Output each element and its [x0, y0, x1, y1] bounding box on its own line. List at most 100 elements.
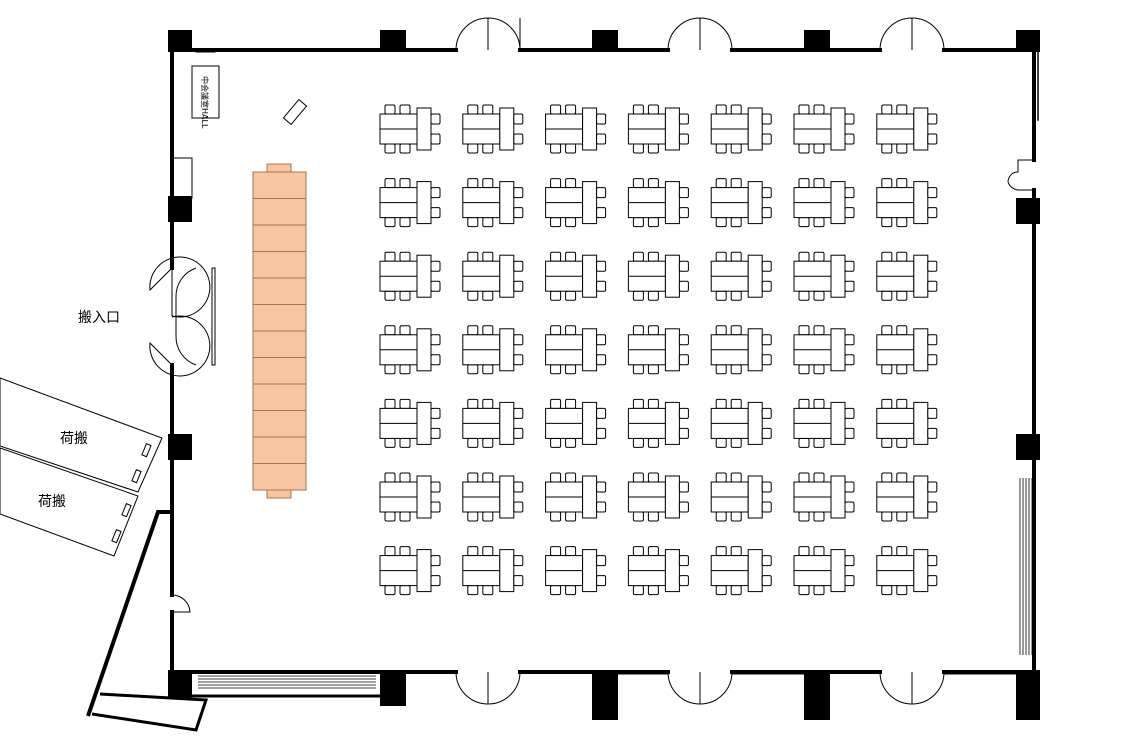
chair [813, 104, 825, 115]
chair [896, 325, 908, 336]
chair [715, 398, 727, 409]
chair [482, 398, 494, 409]
chair [596, 555, 607, 567]
table-cluster [876, 104, 938, 154]
chair [813, 472, 825, 483]
chair [384, 178, 396, 189]
table-cluster [710, 472, 772, 522]
chair [715, 217, 727, 228]
chair [399, 178, 411, 189]
chair [550, 325, 562, 336]
chair [482, 143, 494, 154]
chair [730, 437, 742, 448]
chair [813, 143, 825, 154]
table-cluster [876, 546, 938, 596]
chair [715, 511, 727, 522]
chair [550, 437, 562, 448]
chair [399, 104, 411, 115]
table-cluster [710, 178, 772, 228]
chair [550, 585, 562, 596]
chair [565, 104, 577, 115]
chair [881, 178, 893, 189]
chair [798, 178, 810, 189]
chair [632, 585, 644, 596]
chair [632, 472, 644, 483]
side-table [664, 328, 680, 372]
table-cluster [710, 546, 772, 596]
table-cluster [793, 251, 855, 301]
chair [430, 334, 441, 346]
chair [565, 217, 577, 228]
chair [513, 187, 524, 199]
chair [384, 143, 396, 154]
chair [647, 217, 659, 228]
side-table [582, 107, 598, 151]
chair [647, 437, 659, 448]
side-table [747, 401, 763, 445]
side-table [747, 549, 763, 593]
chair [513, 133, 524, 145]
table-cluster [627, 398, 689, 448]
chair [881, 437, 893, 448]
chair [596, 354, 607, 366]
chair [844, 481, 855, 493]
chair [596, 427, 607, 439]
hall-sign: 中会議室HALL [191, 65, 220, 129]
chair [844, 575, 855, 587]
chair [647, 143, 659, 154]
chair [596, 133, 607, 145]
chair [513, 354, 524, 366]
chair [513, 555, 524, 567]
chair [813, 290, 825, 301]
chair [550, 472, 562, 483]
table-cluster [462, 178, 524, 228]
chair [482, 364, 494, 375]
chair [399, 472, 411, 483]
chair [813, 585, 825, 596]
chair [813, 511, 825, 522]
table-cluster [793, 546, 855, 596]
table-cluster [627, 104, 689, 154]
chair [813, 178, 825, 189]
chair [565, 546, 577, 557]
chair [482, 217, 494, 228]
chair [513, 280, 524, 292]
chair [513, 501, 524, 513]
service-door [1007, 159, 1034, 191]
chair [384, 251, 396, 262]
chair [565, 251, 577, 262]
side-table [830, 401, 846, 445]
chair [896, 437, 908, 448]
chair [844, 334, 855, 346]
chair [565, 585, 577, 596]
table-cluster [793, 325, 855, 375]
side-table [416, 401, 432, 445]
chair [565, 290, 577, 301]
chair [844, 187, 855, 199]
chair [550, 364, 562, 375]
table-cluster [876, 472, 938, 522]
chair [881, 143, 893, 154]
counter-segment [252, 436, 307, 464]
chair [467, 217, 479, 228]
chair [632, 325, 644, 336]
chair [384, 325, 396, 336]
chair [715, 143, 727, 154]
chair [647, 585, 659, 596]
chair [482, 251, 494, 262]
chair [761, 575, 772, 587]
chair [896, 511, 908, 522]
chair [632, 104, 644, 115]
chair [596, 280, 607, 292]
side-table [416, 181, 432, 225]
chair [632, 251, 644, 262]
chair [399, 364, 411, 375]
side-table [664, 401, 680, 445]
table-cluster [710, 398, 772, 448]
chair [844, 427, 855, 439]
chair [813, 546, 825, 557]
chair [467, 290, 479, 301]
side-table [582, 254, 598, 298]
chair [881, 585, 893, 596]
chair [798, 364, 810, 375]
